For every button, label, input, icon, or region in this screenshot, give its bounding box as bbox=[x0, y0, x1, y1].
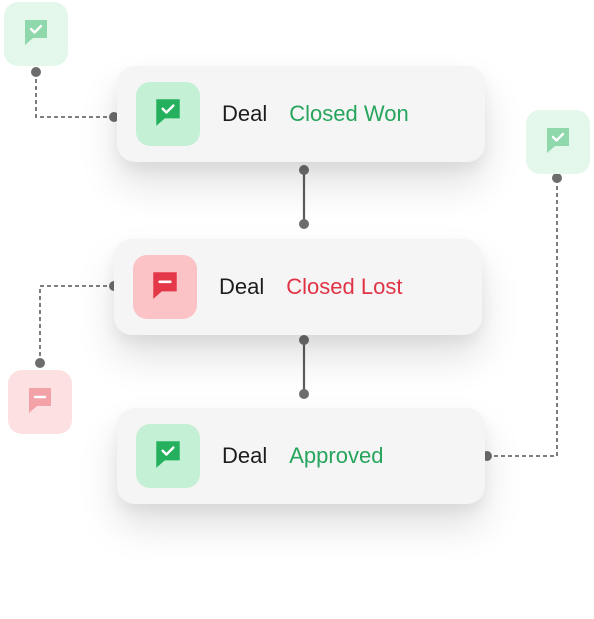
message-check-icon bbox=[152, 96, 184, 133]
card-label: Deal bbox=[219, 274, 265, 299]
card-label: Deal bbox=[222, 443, 268, 468]
message-check-icon bbox=[21, 17, 51, 52]
card-status: Closed Lost bbox=[286, 274, 403, 299]
card-status: Approved bbox=[289, 443, 384, 468]
message-check-icon bbox=[152, 438, 184, 475]
card-status: Closed Won bbox=[289, 101, 409, 126]
connector-dot bbox=[299, 335, 309, 345]
card-icon-box bbox=[136, 424, 200, 488]
message-check-icon bbox=[543, 125, 573, 160]
connector-dot bbox=[299, 389, 309, 399]
card-label: Deal bbox=[222, 101, 268, 126]
deal-card-closed-won: Deal Closed Won bbox=[117, 66, 485, 162]
deal-card-approved: Deal Approved bbox=[117, 408, 485, 504]
connector-dot bbox=[299, 219, 309, 229]
connector-dot bbox=[31, 67, 41, 77]
connector-dashed-right bbox=[487, 178, 558, 457]
card-icon-box bbox=[136, 82, 200, 146]
connector-dot bbox=[35, 358, 45, 368]
message-minus-icon bbox=[149, 269, 181, 306]
connector-dashed-top-left bbox=[35, 72, 114, 118]
badge-right bbox=[526, 110, 590, 174]
deal-card-closed-lost: Deal Closed Lost bbox=[114, 239, 482, 335]
badge-bottom-left bbox=[8, 370, 72, 434]
connector-dot bbox=[109, 112, 119, 122]
message-minus-icon bbox=[25, 385, 55, 420]
connector-dot bbox=[299, 165, 309, 175]
badge-top-left bbox=[4, 2, 68, 66]
card-icon-box bbox=[133, 255, 197, 319]
connector-dashed-middle-left bbox=[39, 285, 114, 363]
connector-dot bbox=[552, 173, 562, 183]
